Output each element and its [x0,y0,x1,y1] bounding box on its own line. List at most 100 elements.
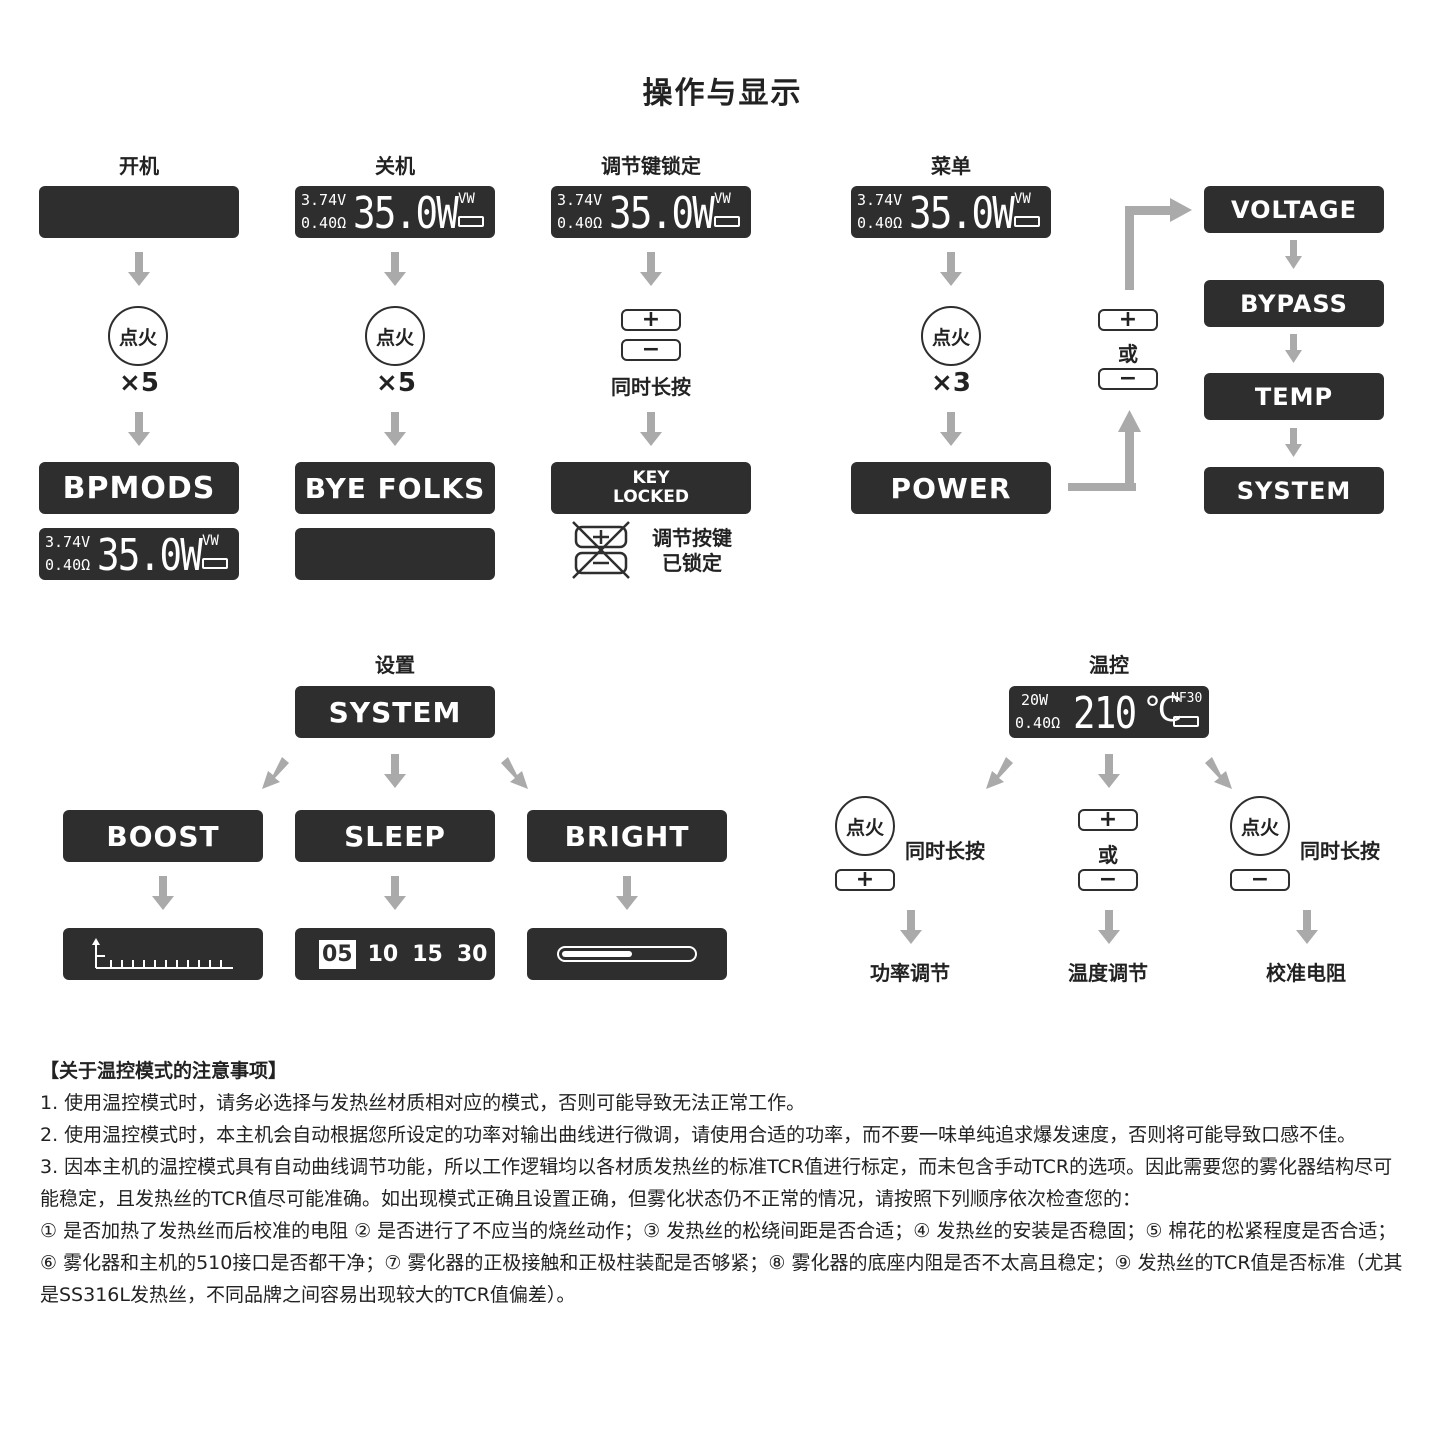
keys-locked-caption: 调节按键 已锁定 [640,526,744,576]
tc-power-readout: 20W [1021,691,1049,709]
notes-line: 3. 因本主机的温控模式具有自动曲线调节功能，所以工作逻辑均以各材质发热丝的标准… [40,1156,1393,1210]
arrow-down-icon [640,412,662,446]
minus-key: − [1230,869,1290,891]
temp-control-screen: 20W 0.40Ω 210 ℃ NF30 [1009,686,1209,739]
power-menu-screen: POWER [851,462,1051,514]
sleep-screen: SLEEP [295,810,495,862]
section-label-menu: 菜单 [931,154,971,178]
arrow-bend-icon [1068,198,1192,491]
arrow-down-icon [616,876,638,910]
resistance-readout: 0.40Ω [557,214,603,232]
menu-item-bypass: BYPASS [1204,280,1384,327]
bye-folks-screen: BYE FOLKS [295,462,495,514]
resistance-readout: 0.40Ω [1015,714,1061,732]
resistance-readout: 0.40Ω [857,214,903,232]
battery-icon [714,216,740,227]
mode-readout: VW [202,533,219,549]
battery-icon [202,558,228,569]
power-readout: 35.0W [609,188,715,239]
hold-instruction: 同时长按 [1300,839,1380,863]
or-label: 或 [1098,843,1118,867]
arrow-down-icon [128,412,150,446]
arrow-down-icon [128,252,150,286]
fire-button: 点火 [108,306,168,366]
mode-readout: VW [1014,191,1031,207]
coil-material: NF30 [1171,691,1203,706]
hold-instruction: 同时长按 [611,375,691,399]
page-title: 操作与显示 [642,76,803,111]
brightness-screen [527,928,727,980]
press-count: ×3 [931,368,971,398]
arrow-down-icon [384,412,406,446]
arrow-down-icon [1098,754,1120,788]
boost-level-screen [63,928,263,980]
brightness-fill [562,951,632,957]
plus-key: + [835,869,895,891]
bright-screen: BRIGHT [527,810,727,862]
arrow-down-icon [384,876,406,910]
arrow-down-icon [940,412,962,446]
battery-icon [458,216,484,227]
main-display-screen: 3.74V 0.40Ω 35.0W VW [851,186,1051,239]
resistance-readout: 0.40Ω [45,556,91,574]
plus-key: + [1098,309,1158,331]
menu-item-system: SYSTEM [1204,467,1384,514]
plus-key: + [621,309,681,331]
mode-readout: VW [458,191,475,207]
notes-heading: 【关于温控模式的注意事项】 [40,1060,288,1082]
key-locked-line1: KEY [632,468,670,488]
plus-key: + [1078,809,1138,831]
main-display-screen: 3.74V 0.40Ω 35.0W VW [551,186,751,239]
result-temp-adjust: 温度调节 [1068,961,1148,985]
blank-screen [295,528,495,580]
sleep-options-screen: 05 10 15 30 [295,928,495,980]
battery-icon [1173,716,1199,727]
fire-button: 点火 [835,796,895,856]
sleep-option-selected: 05 [319,939,356,969]
section-label-power-on: 开机 [119,154,159,178]
main-display-screen: 3.74V 0.40Ω 35.0W VW [39,528,239,581]
arrow-diagonal-icon [986,757,1232,789]
system-screen: SYSTEM [295,686,495,738]
press-count: ×5 [119,368,159,398]
bpmods-screen: BPMODS [39,462,239,514]
arrow-down-icon [1285,240,1302,457]
voltage-readout: 3.74V [557,191,603,209]
arrow-down-icon [1296,910,1318,944]
arrow-diagonal-icon [262,757,528,789]
arrow-down-icon [384,252,406,286]
section-label-temp-control: 温控 [1089,653,1129,677]
boost-scale-icon [92,938,233,969]
arrow-down-icon [640,252,662,286]
mode-readout: VW [714,191,731,207]
press-count: ×5 [376,368,416,398]
key-locked-screen: KEY LOCKED [551,462,751,514]
battery-icon [1014,216,1040,227]
result-calibrate-resistance: 校准电阻 [1266,961,1346,985]
keys-locked-line1: 调节按键 [652,526,732,550]
brightness-bar [557,946,697,962]
arrow-down-icon [900,910,922,944]
arrow-down-icon [1098,910,1120,944]
arrow-down-icon [152,876,174,910]
power-readout: 35.0W [97,530,203,581]
or-label: 或 [1118,342,1138,366]
fire-button: 点火 [921,306,981,366]
sleep-option: 30 [456,941,488,967]
voltage-readout: 3.74V [301,191,347,209]
section-label-settings: 设置 [375,653,415,677]
temp-unit: ℃ [1144,690,1183,730]
resistance-readout: 0.40Ω [301,214,347,232]
hold-instruction: 同时长按 [905,839,985,863]
sleep-option: 10 [367,941,399,967]
keys-locked-icon [572,521,630,579]
voltage-readout: 3.74V [857,191,903,209]
section-label-power-off: 关机 [375,154,415,178]
notes-line: ① 是否加热了发热丝而后校准的电阻 ② 是否进行了不应当的烧丝动作；③ 发热丝的… [40,1220,1403,1306]
main-display-screen: 3.74V 0.40Ω 35.0W VW [295,186,495,239]
notes-section: 【关于温控模式的注意事项】 1. 使用温控模式时，请务必选择与发热丝材质相对应的… [40,1055,1410,1311]
fire-button: 点火 [365,306,425,366]
section-label-key-lock: 调节键锁定 [601,154,701,178]
temperature-readout: 210 [1073,688,1137,739]
